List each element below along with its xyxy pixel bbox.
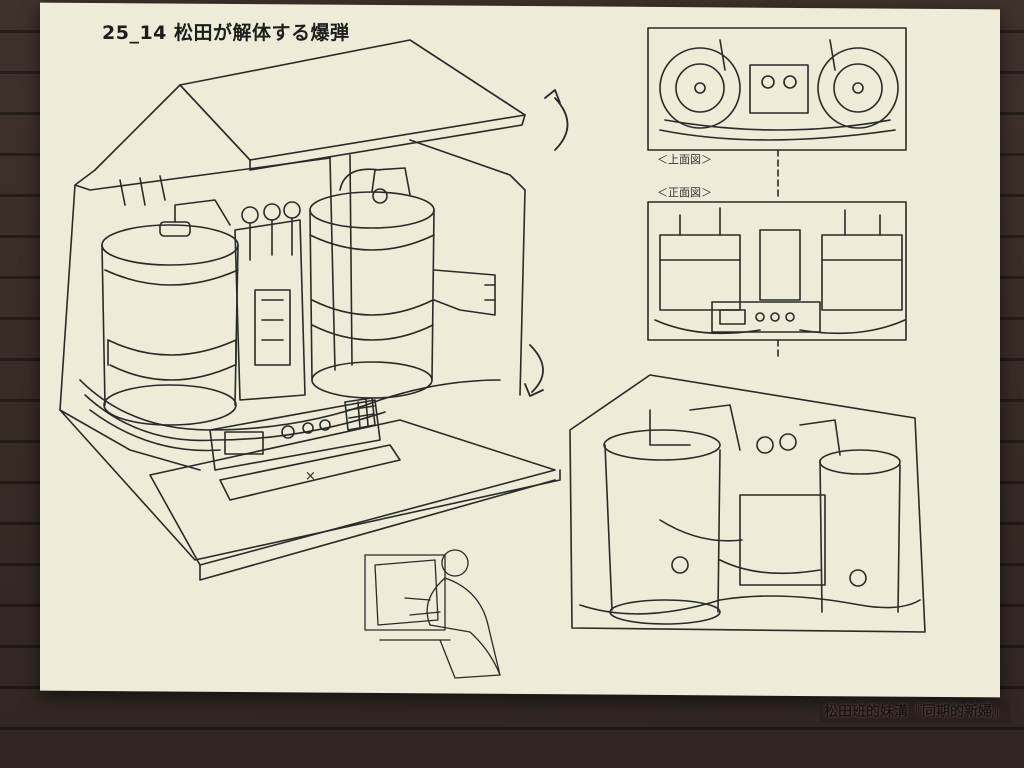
isometric-bomb-drawing <box>59 39 561 581</box>
sheet-title: 25_14 松田が解体する爆弾 <box>102 22 350 44</box>
close-up-drawing <box>569 374 926 633</box>
panel-mark: × <box>305 469 316 484</box>
front-view-label: ＜正面図＞ <box>657 186 712 199</box>
top-view-drawing <box>647 27 907 201</box>
front-view-drawing <box>647 201 907 361</box>
matsuda-figure-sketch <box>364 549 501 679</box>
top-view-label: ＜上面図＞ <box>657 153 712 166</box>
rotation-arrows <box>524 89 569 397</box>
wall-caption: 松田班的妹溝『同期的新婦』 <box>820 700 1010 722</box>
